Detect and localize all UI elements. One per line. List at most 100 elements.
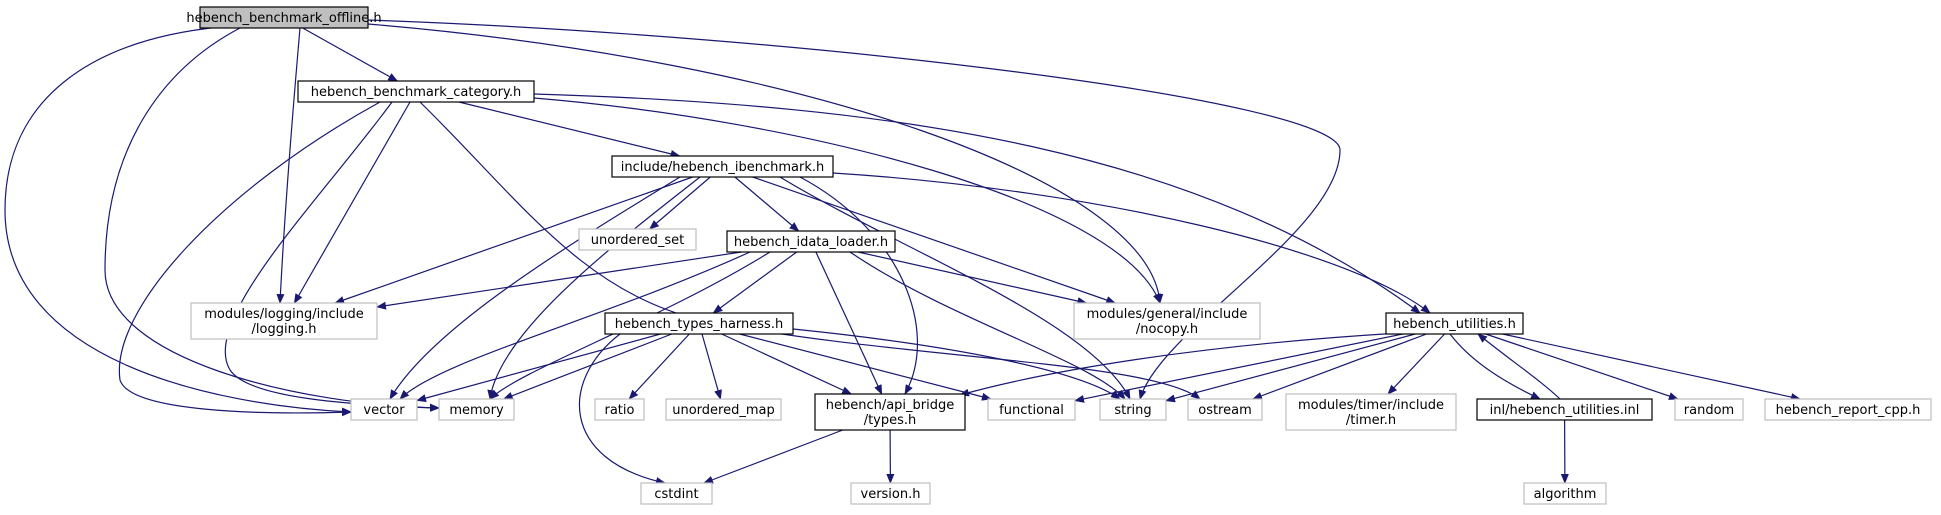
edge-types-harness-to-cstdint — [578, 333, 666, 485]
node-memory: memory — [438, 398, 515, 421]
dependency-edges — [4, 19, 1801, 485]
node-label: ostream — [1198, 403, 1252, 418]
edge-ibenchmark-to-api-types — [799, 176, 918, 395]
edge-idata-loader-to-string — [849, 251, 1126, 400]
node-box — [594, 398, 645, 421]
edge-utilities-to-ostream — [1252, 333, 1427, 400]
node-box — [1385, 312, 1524, 335]
edge-utilities-to-utilities-inl — [1449, 333, 1541, 400]
node-label: modules/logging/include — [204, 307, 364, 322]
edge-api-types-to-cstdint — [703, 429, 844, 484]
edge-types-harness-to-string — [792, 328, 1121, 400]
node-ratio: ratio — [594, 398, 645, 421]
edge-offline-to-nocopy — [367, 23, 1164, 304]
node-label: /nocopy.h — [1136, 322, 1198, 337]
edge-category-to-memory — [224, 101, 440, 412]
node-box — [438, 398, 515, 421]
node-vector: vector — [350, 398, 418, 421]
node-unordered-set: unordered_set — [578, 228, 697, 251]
node-label: unordered_set — [591, 233, 684, 248]
node-label: include/hebench_ibenchmark.h — [621, 160, 824, 175]
node-category[interactable]: hebench_benchmark_category.h — [297, 80, 535, 103]
node-utilities[interactable]: hebench_utilities.h — [1385, 312, 1524, 335]
edge-utilities-inl-to-utilities — [1477, 333, 1561, 400]
node-offline[interactable]: hebench_benchmark_offline.h — [186, 6, 382, 29]
node-label: cstdint — [654, 487, 698, 502]
node-box — [1099, 398, 1167, 421]
edge-types-harness-to-functional — [739, 333, 992, 401]
node-label: /logging.h — [252, 322, 317, 337]
edge-category-to-vector — [118, 101, 381, 417]
node-box — [1523, 482, 1607, 505]
edge-utilities-to-functional — [1074, 333, 1404, 403]
node-box — [1674, 398, 1744, 421]
node-ibenchmark[interactable]: include/hebench_ibenchmark.h — [611, 155, 834, 178]
node-label: hebench_report_cpp.h — [1776, 403, 1921, 418]
edge-ibenchmark-to-idata-loader — [734, 176, 800, 232]
edge-category-to-nocopy — [533, 97, 1161, 304]
node-box — [1285, 393, 1457, 431]
node-label: inl/hebench_utilities.inl — [1490, 403, 1640, 418]
edge-ibenchmark-to-string — [779, 176, 1131, 400]
edge-idata-loader-to-nocopy — [857, 251, 1088, 305]
edge-category-to-ibenchmark — [458, 101, 681, 158]
edge-ibenchmark-to-memory — [487, 176, 701, 400]
node-box — [604, 312, 794, 335]
edge-utilities-to-api-types — [959, 332, 1401, 397]
node-label: hebench_types_harness.h — [615, 317, 783, 332]
edge-ibenchmark-to-vector — [389, 176, 681, 400]
edge-idata-loader-to-types-harness — [712, 251, 798, 314]
edge-utilities-to-random — [1485, 333, 1679, 400]
edge-offline-to-logging — [276, 27, 301, 304]
node-utilities-inl[interactable]: inl/hebench_utilities.inl — [1476, 398, 1653, 421]
node-unordered-map: unordered_map — [665, 398, 782, 421]
node-random: random — [1674, 398, 1744, 421]
node-idata-loader[interactable]: hebench_idata_loader.h — [726, 230, 896, 253]
edge-offline-to-memory — [104, 27, 440, 412]
node-nocopy: modules/general/include/nocopy.h — [1073, 302, 1261, 340]
node-string: string — [1099, 398, 1167, 421]
node-functional: functional — [987, 398, 1076, 421]
node-box — [1476, 398, 1653, 421]
node-label: modules/timer/include — [1298, 398, 1444, 413]
node-version: version.h — [850, 482, 931, 505]
edge-utilities-to-timer — [1387, 333, 1446, 395]
node-label: random — [1684, 403, 1734, 418]
node-box — [814, 393, 966, 431]
edge-idata-loader-to-api-types — [815, 251, 883, 395]
node-label: string — [1114, 403, 1151, 418]
node-timer: modules/timer/include/timer.h — [1285, 393, 1457, 431]
node-box — [199, 6, 369, 29]
node-box — [665, 398, 782, 421]
node-box — [297, 80, 535, 103]
node-box — [1187, 398, 1263, 421]
node-box — [1073, 302, 1261, 340]
edge-types-harness-to-ratio — [628, 333, 690, 400]
node-box — [1764, 398, 1932, 421]
edge-offline-to-vector — [4, 26, 352, 416]
edge-category-to-logging — [293, 101, 411, 304]
file-nodes: hebench_benchmark_offline.h hebench_bench… — [186, 6, 1932, 505]
node-box — [726, 230, 896, 253]
edge-types-harness-to-api-types — [721, 333, 853, 395]
node-label: version.h — [861, 487, 921, 502]
edge-idata-loader-to-logging — [376, 251, 742, 310]
node-label: /types.h — [864, 413, 917, 428]
node-box — [850, 482, 931, 505]
edge-idata-loader-to-vector — [399, 251, 751, 400]
node-report-cpp: hebench_report_cpp.h — [1764, 398, 1932, 421]
edge-category-to-utilities — [533, 93, 1421, 314]
node-label: vector — [363, 403, 405, 418]
edge-offline-to-category — [302, 27, 399, 82]
node-api-types[interactable]: hebench/api_bridge/types.h — [814, 393, 966, 431]
node-ostream: ostream — [1187, 398, 1263, 421]
node-box — [640, 482, 713, 505]
edge-ibenchmark-to-logging — [334, 176, 693, 304]
edge-types-harness-to-memory — [502, 333, 673, 400]
node-label: hebench_benchmark_category.h — [311, 85, 521, 100]
edge-utilities-to-string — [1165, 333, 1416, 403]
node-label: hebench_idata_loader.h — [734, 235, 888, 250]
node-types-harness[interactable]: hebench_types_harness.h — [604, 312, 794, 335]
node-algorithm: algorithm — [1523, 482, 1607, 505]
